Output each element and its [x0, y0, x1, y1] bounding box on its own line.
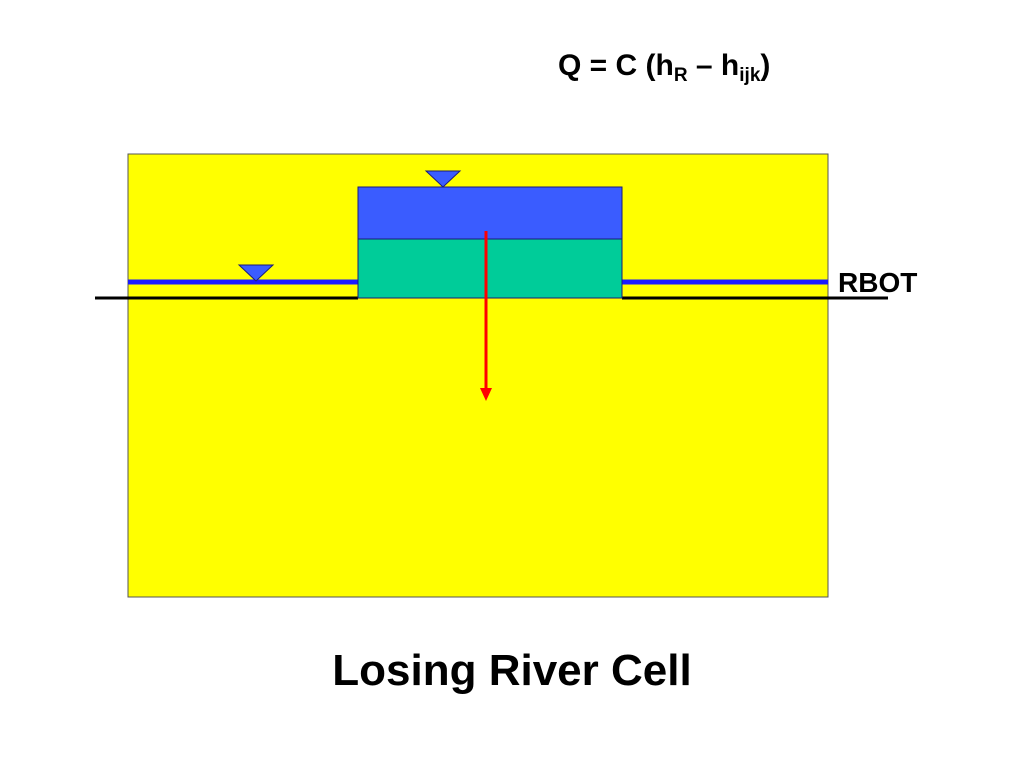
leakage-arrow-head-icon	[480, 388, 492, 401]
riverbed-layer	[357, 238, 623, 299]
formula-subscript-ijk: ijk	[739, 65, 761, 86]
conductance-formula: Q = C (hR – hijk)	[558, 46, 770, 86]
formula-mid: – h	[687, 49, 740, 82]
slide-title: Losing River Cell	[332, 646, 692, 695]
formula-close: )	[760, 49, 771, 82]
river-water	[357, 186, 623, 240]
formula-lhs: Q = C (h	[558, 49, 674, 82]
rbot-label: RBOT	[838, 267, 918, 298]
water-table-marker-icon	[237, 264, 275, 282]
river-stage-marker-icon	[424, 170, 462, 188]
formula-subscript-r: R	[673, 65, 688, 86]
